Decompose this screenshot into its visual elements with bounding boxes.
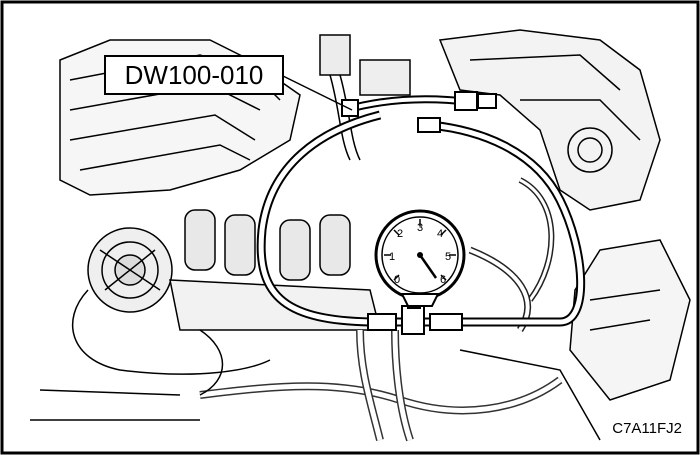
gauge-number-5: 5	[445, 251, 451, 263]
gauge-number-1: 1	[389, 251, 395, 263]
tool-number-callout: DW100-010	[104, 55, 284, 95]
gauge-number-6: 6	[440, 274, 446, 286]
gauge-number-3: 3	[417, 222, 423, 234]
figure-code: C7A11FJ2	[612, 420, 682, 437]
pressure-gauge: 0 1 2 3 4 5 6	[374, 209, 466, 307]
gauge-number-4: 4	[437, 228, 443, 240]
gauge-number-2: 2	[397, 228, 403, 240]
gauge-needle	[418, 254, 438, 279]
callout-leader-line	[282, 75, 353, 111]
gauge-number-0: 0	[394, 274, 400, 286]
